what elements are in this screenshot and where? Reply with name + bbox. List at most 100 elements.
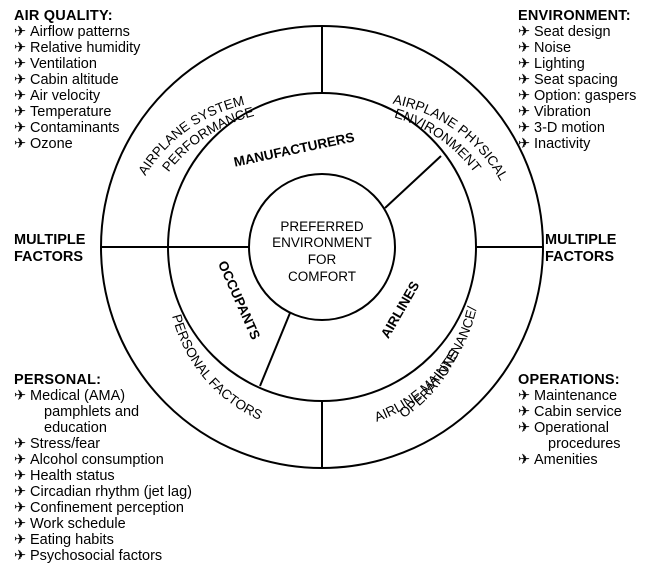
list-item: ✈Medical (AMA) bbox=[14, 388, 192, 404]
center-line-4: COMFORT bbox=[288, 269, 356, 284]
list-item: ✈Vibration bbox=[518, 104, 636, 120]
list-item: ✈Confinement perception bbox=[14, 500, 192, 516]
list-item: ✈Air velocity bbox=[14, 88, 140, 104]
left-side-line-1: MULTIPLE bbox=[14, 232, 86, 248]
airplane-icon: ✈ bbox=[518, 72, 531, 88]
list-item-text: Alcohol consumption bbox=[30, 452, 164, 468]
list-item-text: Noise bbox=[534, 40, 572, 56]
list-item-text: Eating habits bbox=[30, 532, 114, 548]
airplane-icon: ✈ bbox=[14, 436, 27, 452]
list-item: ✈Relative humidity bbox=[14, 40, 140, 56]
list-item: ✈Eating habits bbox=[14, 532, 192, 548]
list-item-text: Circadian rhythm (jet lag) bbox=[30, 484, 192, 500]
left-multiple-factors: MULTIPLE FACTORS bbox=[14, 232, 85, 266]
right-side-line-1: MULTIPLE bbox=[545, 232, 617, 248]
airplane-icon: ✈ bbox=[14, 388, 27, 404]
list-item-text: Cabin altitude bbox=[30, 72, 119, 88]
airplane-icon: ✈ bbox=[518, 40, 531, 56]
list-item: ✈Amenities bbox=[518, 452, 622, 468]
air-quality-heading: AIR QUALITY: bbox=[14, 8, 113, 24]
list-item-text: education bbox=[44, 420, 107, 436]
left-side-line-2: FACTORS bbox=[14, 249, 84, 265]
airplane-icon: ✈ bbox=[518, 136, 531, 152]
airplane-icon: ✈ bbox=[14, 104, 27, 120]
list-item-text: Airflow patterns bbox=[30, 24, 130, 40]
list-item: ✈Option: gaspers bbox=[518, 88, 636, 104]
list-item: ✈Seat design bbox=[518, 24, 636, 40]
list-item-text: Option: gaspers bbox=[534, 88, 637, 104]
divider-inner-bottom bbox=[259, 312, 291, 387]
air-quality-panel: AIR QUALITY: ✈Airflow patterns✈Relative … bbox=[14, 8, 140, 152]
list-item-text: Health status bbox=[30, 468, 115, 484]
label-occupants: OCCUPANTS bbox=[215, 259, 263, 342]
right-multiple-factors: MULTIPLE FACTORS bbox=[545, 232, 616, 266]
airplane-icon: ✈ bbox=[518, 120, 531, 136]
airplane-icon: ✈ bbox=[518, 388, 531, 404]
airplane-icon: ✈ bbox=[14, 56, 27, 72]
air-quality-list: ✈Airflow patterns✈Relative humidity✈Vent… bbox=[14, 24, 140, 152]
airplane-icon: ✈ bbox=[518, 104, 531, 120]
list-item: ✈Ventilation bbox=[14, 56, 140, 72]
list-item: pamphlets and bbox=[14, 404, 192, 420]
list-item-text: Temperature bbox=[30, 104, 112, 120]
right-side-line-2: FACTORS bbox=[545, 249, 615, 265]
airplane-icon: ✈ bbox=[14, 24, 27, 40]
list-item: ✈Seat spacing bbox=[518, 72, 636, 88]
airplane-icon: ✈ bbox=[518, 24, 531, 40]
list-item: ✈Psychosocial factors bbox=[14, 548, 192, 564]
list-item-text: Cabin service bbox=[534, 404, 622, 420]
list-item: ✈Cabin altitude bbox=[14, 72, 140, 88]
list-item: ✈Inactivity bbox=[518, 136, 636, 152]
center-line-1: PREFERRED bbox=[280, 219, 364, 234]
list-item: education bbox=[14, 420, 192, 436]
airplane-icon: ✈ bbox=[518, 88, 531, 104]
list-item-text: Ozone bbox=[30, 136, 73, 152]
list-item-text: Work schedule bbox=[30, 516, 126, 532]
airplane-icon: ✈ bbox=[14, 500, 27, 516]
airplane-icon: ✈ bbox=[14, 72, 27, 88]
list-item: ✈Work schedule bbox=[14, 516, 192, 532]
list-item: ✈Lighting bbox=[518, 56, 636, 72]
list-item: ✈Noise bbox=[518, 40, 636, 56]
airplane-icon: ✈ bbox=[518, 404, 531, 420]
list-item-text: Vibration bbox=[534, 104, 591, 120]
list-item-text: Inactivity bbox=[534, 136, 591, 152]
environment-heading: ENVIRONMENT: bbox=[518, 8, 631, 24]
list-item-text: Operational bbox=[534, 420, 609, 436]
airplane-icon: ✈ bbox=[14, 484, 27, 500]
list-item: ✈Cabin service bbox=[518, 404, 622, 420]
list-item-text: Maintenance bbox=[534, 388, 618, 404]
center-line-3: FOR bbox=[308, 252, 337, 267]
list-item-text: Seat spacing bbox=[534, 72, 618, 88]
list-item-text: Confinement perception bbox=[30, 500, 184, 516]
airplane-icon: ✈ bbox=[14, 88, 27, 104]
label-airlines: AIRLINES bbox=[378, 279, 422, 341]
list-item-text: Stress/fear bbox=[30, 436, 101, 452]
list-item-text: Seat design bbox=[534, 24, 611, 40]
label-manufacturers: MANUFACTURERS bbox=[232, 129, 355, 169]
airplane-icon: ✈ bbox=[14, 452, 27, 468]
list-item-text: Amenities bbox=[534, 452, 598, 468]
list-item: ✈Alcohol consumption bbox=[14, 452, 192, 468]
airplane-icon: ✈ bbox=[14, 516, 27, 532]
operations-heading: OPERATIONS: bbox=[518, 372, 620, 388]
list-item-text: Medical (AMA) bbox=[30, 388, 126, 404]
list-item-text: 3-D motion bbox=[534, 120, 605, 136]
list-item: ✈Operational bbox=[518, 420, 622, 436]
airplane-icon: ✈ bbox=[14, 532, 27, 548]
list-item-text: Psychosocial factors bbox=[30, 548, 163, 564]
list-item: ✈Temperature bbox=[14, 104, 140, 120]
list-item-text: pamphlets and bbox=[44, 404, 140, 420]
list-item-text: Ventilation bbox=[30, 56, 97, 72]
list-item-text: Relative humidity bbox=[30, 40, 141, 56]
list-item: ✈Stress/fear bbox=[14, 436, 192, 452]
airplane-icon: ✈ bbox=[14, 468, 27, 484]
list-item-text: Lighting bbox=[534, 56, 585, 72]
divider-inner-top-right bbox=[384, 155, 442, 209]
list-item: ✈Ozone bbox=[14, 136, 140, 152]
list-item: ✈3-D motion bbox=[518, 120, 636, 136]
